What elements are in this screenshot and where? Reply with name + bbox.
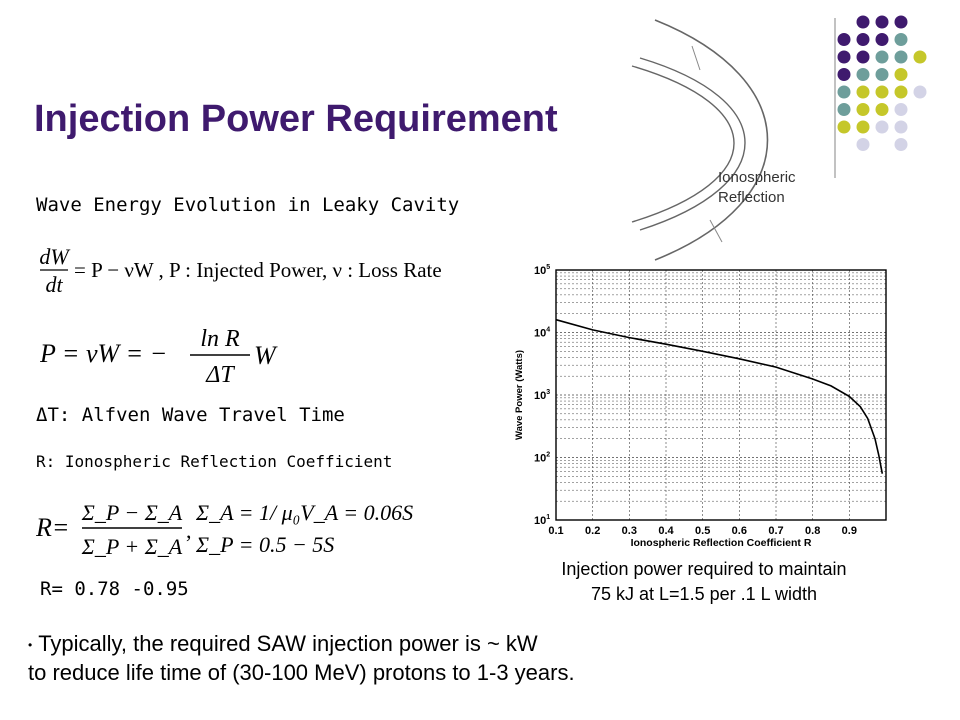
decorative-dot (875, 68, 889, 81)
chart-x-tick-label: 0.6 (732, 525, 747, 537)
chart-x-ticks: 0.1 0.2 0.3 0.4 0.5 0.6 0.7 0.8 0.9 (548, 525, 857, 537)
equation-energy-evolution: dW dt = P − νW , P : Injected Power, ν :… (40, 244, 442, 296)
chart-y-tick-label: 103 (534, 389, 550, 402)
chart-frame (555, 269, 887, 521)
caption-line1: Injection power required to maintain (561, 559, 847, 579)
eq3-denominator: Σ_P + Σ_A (81, 534, 183, 559)
chart-y-tick-label: 104 (534, 327, 550, 340)
chart-x-tick-label: 0.1 (548, 525, 563, 537)
eq2-lhs: P = νW = − (40, 339, 167, 368)
decorative-dot (875, 85, 889, 99)
decorative-dot (875, 15, 889, 29)
decorative-dot (856, 15, 870, 29)
outer-arc (654, 19, 769, 261)
decorative-dot (894, 50, 908, 64)
eq3-numerator: Σ_P − Σ_A (81, 500, 183, 525)
decorative-dot (837, 68, 851, 81)
chart-y-axis-label: Wave Power (Watts) (514, 350, 525, 440)
chart-caption: Injection power required to maintain 75 … (500, 557, 908, 607)
eq1-numerator: dW (40, 244, 70, 269)
cavity-arcs-sketch (631, 19, 769, 261)
chart-x-tick-label: 0.4 (658, 525, 674, 537)
chart-x-tick-label: 0.2 (585, 525, 600, 537)
decorative-dot (894, 85, 908, 99)
arc-tick (691, 45, 701, 71)
subtitle: Wave Energy Evolution in Leaky Cavity (36, 194, 460, 216)
bullet-line2: to reduce life time of (30-100 MeV) prot… (28, 659, 575, 685)
eq3-comma: , (186, 518, 192, 543)
decorative-dot (856, 50, 870, 64)
decorative-dot (913, 50, 927, 64)
decorative-dot (856, 85, 870, 99)
decorative-dot (856, 33, 870, 46)
eq2-w: W (254, 341, 278, 370)
ionospheric-reflection-label: Ionospheric Reflection (718, 168, 796, 208)
decorative-dot (894, 120, 908, 134)
decorative-dot (894, 138, 908, 151)
decorative-dot (856, 103, 870, 116)
decorative-dot (875, 50, 889, 64)
chart-y-ticks: 101 102 103 104 105 (534, 264, 550, 527)
caption-line2: 75 kJ at L=1.5 per .1 L width (591, 584, 817, 604)
chart-x-tick-label: 0.9 (842, 525, 857, 537)
decorative-dot (856, 138, 870, 151)
equation-reflection-coefficient: R= Σ_P − Σ_A Σ_P + Σ_A , Σ_A = 1/ μ₀V_A … (36, 500, 413, 559)
decorative-dot (875, 33, 889, 46)
chart-x-tick-label: 0.3 (622, 525, 637, 537)
decorative-dot (837, 50, 851, 64)
chart-y-tick-label: 102 (534, 452, 550, 465)
chart-x-axis-label: Ionospheric Reflection Coefficient R (631, 537, 812, 549)
decorative-dot (894, 33, 908, 46)
wave-power-chart: 0.1 0.2 0.3 0.4 0.5 0.6 0.7 0.8 0.9 101 102 103 104… (514, 264, 887, 549)
ionospheric-label-line2: Reflection (718, 189, 785, 206)
bullet-line1: Typically, the required SAW injection po… (38, 631, 538, 656)
decorative-dot (856, 120, 870, 134)
decorative-dot (894, 68, 908, 81)
r-range: R= 0.78 -0.95 (40, 578, 189, 600)
decorative-dot (894, 15, 908, 29)
delta-t-definition: ΔT: Alfven Wave Travel Time (36, 404, 345, 426)
decorative-dot (837, 120, 851, 134)
eq1-rhs: = P − νW , P : Injected Power, ν : Loss … (74, 258, 442, 282)
eq2-denominator: ΔT (205, 362, 235, 386)
decorative-dot (875, 120, 889, 134)
chart-y-tick-label: 101 (534, 514, 550, 527)
decorative-dot (837, 103, 851, 116)
decorative-dot (875, 103, 889, 116)
decorative-dot (837, 33, 851, 46)
ionospheric-label-line1: Ionospheric (718, 169, 796, 186)
bullet-dot: • (28, 637, 33, 652)
chart-grid (556, 270, 886, 520)
eq3-lhs: R= (36, 513, 69, 542)
decorative-dot (837, 85, 851, 99)
equation-power: P = νW = − ln R ΔT W (40, 326, 278, 386)
chart-x-tick-label: 0.7 (768, 525, 783, 537)
decorative-dot (894, 103, 908, 116)
r-definition: R: Ionospheric Reflection Coefficient (36, 452, 393, 471)
decorative-dot (913, 85, 927, 99)
bullet-summary: • Typically, the required SAW injection p… (28, 630, 575, 686)
eq2-numerator: ln R (200, 326, 240, 352)
arc-tick (709, 219, 723, 243)
chart-series-line (555, 318, 884, 474)
eq3-sigma-a: Σ_A = 1/ μ₀V_A = 0.06S (195, 500, 413, 525)
eq1-denominator: dt (45, 272, 63, 296)
decorative-dot (856, 68, 870, 81)
chart-y-tick-label: 105 (534, 264, 550, 277)
eq3-sigma-p: Σ_P = 0.5 − 5S (195, 532, 334, 557)
middle-arc (639, 57, 746, 231)
slide-title: Injection Power Requirement (34, 98, 558, 140)
inner-arc (631, 65, 735, 223)
chart-x-tick-label: 0.5 (695, 525, 710, 537)
chart-x-tick-label: 0.8 (805, 525, 820, 537)
